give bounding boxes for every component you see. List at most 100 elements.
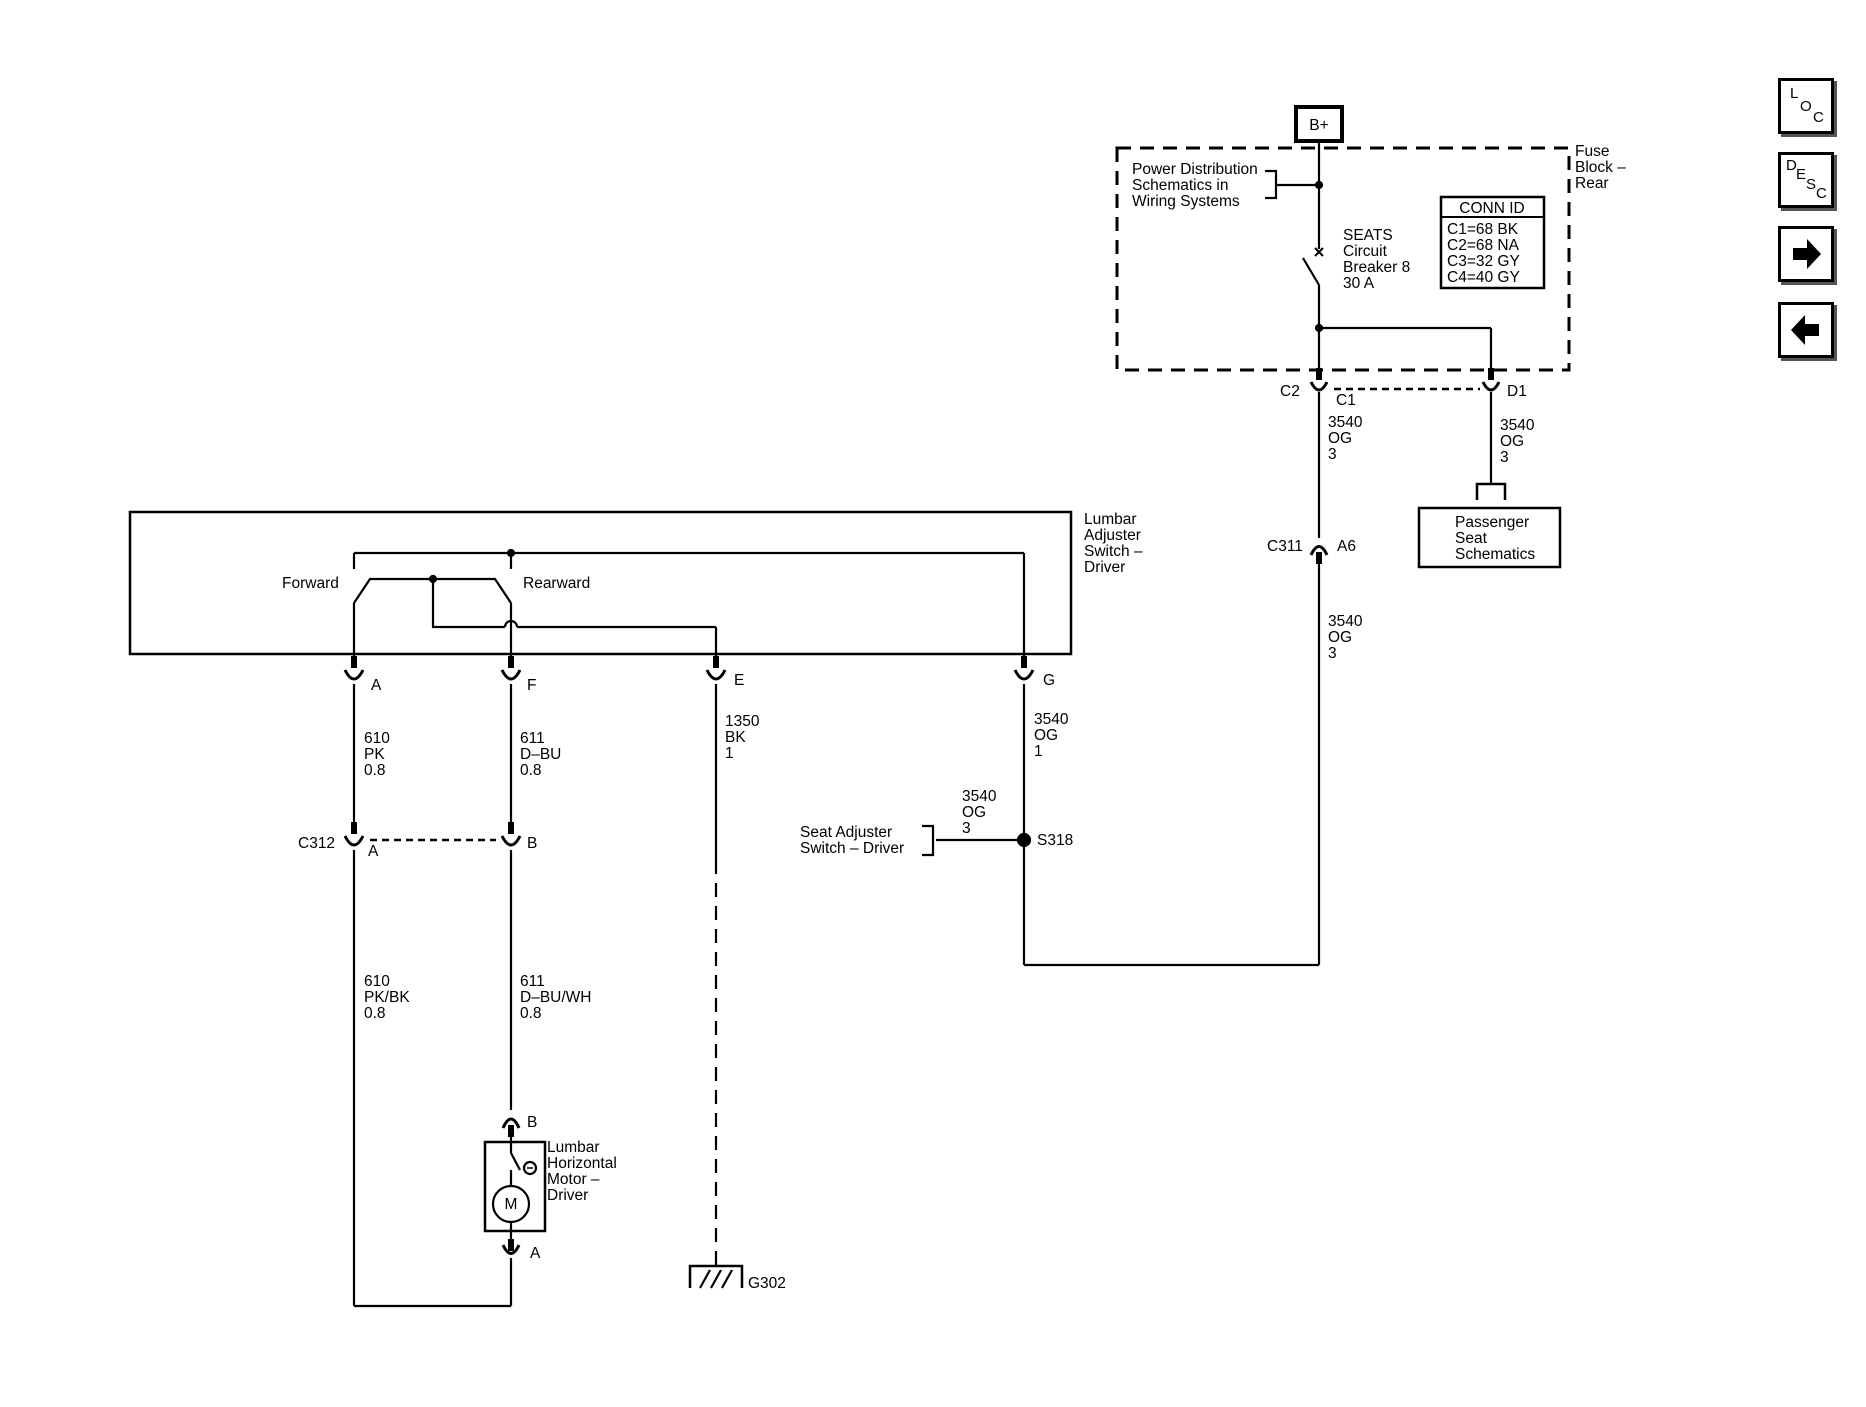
breaker-label-4: 30 A bbox=[1343, 275, 1375, 292]
connector-c311 bbox=[1309, 545, 1329, 556]
prev-button[interactable] bbox=[1778, 302, 1834, 358]
wire-3540-g-2: OG bbox=[1034, 727, 1058, 744]
c1-label: C1 bbox=[1336, 392, 1356, 409]
wire-3540-c1-3: 3 bbox=[1328, 446, 1337, 463]
conn-id-row-2: C2=68 NA bbox=[1447, 237, 1520, 254]
bplus-label: B+ bbox=[1309, 117, 1328, 134]
wire-611-3: 0.8 bbox=[520, 762, 542, 779]
desc-button[interactable]: D E S C bbox=[1778, 152, 1834, 208]
motor-name-2: Horizontal bbox=[547, 1155, 617, 1172]
fuse-block-label-3: Rear bbox=[1575, 175, 1609, 192]
c311-label: C311 bbox=[1267, 538, 1303, 555]
loc-button[interactable]: L O C bbox=[1778, 78, 1834, 134]
wire-3540-lower-1: 3540 bbox=[1328, 613, 1363, 630]
breaker-label-2: Circuit bbox=[1343, 243, 1388, 260]
motor-name-4: Driver bbox=[547, 1187, 588, 1204]
wire-610-2: PK bbox=[364, 746, 385, 763]
pds-label-3: Wiring Systems bbox=[1132, 193, 1240, 210]
wire-3540-d1-3: 3 bbox=[1500, 449, 1509, 466]
wire-3540-lower-2: OG bbox=[1328, 629, 1352, 646]
rearward-label: Rearward bbox=[523, 575, 590, 592]
fuse-block-label-1: Fuse bbox=[1575, 143, 1609, 160]
wire-3540-s-2: OG bbox=[962, 804, 986, 821]
wire-610-1: 610 bbox=[364, 730, 390, 747]
conn-id-row-3: C3=32 GY bbox=[1447, 253, 1520, 270]
wire-610b-1: 610 bbox=[364, 973, 390, 990]
wire-610b-2: PK/BK bbox=[364, 989, 410, 1006]
desc-letter-4: C bbox=[1816, 185, 1827, 202]
arrow-left-icon bbox=[1791, 315, 1819, 345]
seat-adj-label-2: Switch – Driver bbox=[800, 840, 904, 857]
d1-label: D1 bbox=[1507, 383, 1527, 400]
wire-3540-c1-2: OG bbox=[1328, 430, 1352, 447]
wire-1350-2: BK bbox=[725, 729, 746, 746]
passenger-label-2: Seat bbox=[1455, 530, 1488, 547]
passenger-seat-box bbox=[1417, 506, 1562, 569]
switch-name-4: Driver bbox=[1084, 559, 1125, 576]
loc-letter-3: C bbox=[1813, 109, 1824, 126]
wire-611-1: 611 bbox=[520, 730, 545, 747]
desc-letter-3: S bbox=[1806, 176, 1817, 193]
wire-3540-g-1: 3540 bbox=[1034, 711, 1069, 728]
pds-label-2: Schematics in bbox=[1132, 177, 1228, 194]
pin-a-label: A bbox=[371, 677, 382, 694]
passenger-label-1: Passenger bbox=[1455, 514, 1529, 531]
wire-3540-g-3: 1 bbox=[1034, 743, 1043, 760]
conn-id-title: CONN ID bbox=[1459, 200, 1524, 217]
breaker-label-1: SEATS bbox=[1343, 227, 1393, 244]
wire-3540-d1-1: 3540 bbox=[1500, 417, 1535, 434]
a6-label: A6 bbox=[1337, 538, 1356, 555]
lumbar-switch-box bbox=[128, 510, 1073, 656]
wire-3540-d1-2: OG bbox=[1500, 433, 1524, 450]
loc-letter-1: L bbox=[1790, 85, 1799, 102]
switch-name-1: Lumbar bbox=[1084, 511, 1137, 528]
conn-id-table bbox=[1439, 195, 1546, 290]
desc-letter-2: E bbox=[1796, 166, 1807, 183]
connector-c1 bbox=[1309, 381, 1329, 392]
ground-g302-icon bbox=[688, 1264, 744, 1289]
wire-611-2: D–BU bbox=[520, 746, 561, 763]
wire-3540-s-1: 3540 bbox=[962, 788, 997, 805]
forward-label: Forward bbox=[282, 575, 339, 592]
connector-d1 bbox=[1481, 381, 1501, 392]
switch-name-3: Switch – bbox=[1084, 543, 1143, 560]
fuse-block-label-2: Block – bbox=[1575, 159, 1626, 176]
pin-f-label: F bbox=[527, 677, 536, 694]
wire-1350-3: 1 bbox=[725, 745, 734, 762]
pin-g-label: G bbox=[1043, 672, 1055, 689]
splice-s318 bbox=[1016, 832, 1032, 848]
motor-name-1: Lumbar bbox=[547, 1139, 600, 1156]
wire-3540-c1-1: 3540 bbox=[1328, 414, 1363, 431]
motor-name-3: Motor – bbox=[547, 1171, 600, 1188]
wire-3540-s-3: 3 bbox=[962, 820, 971, 837]
c2-label: C2 bbox=[1280, 383, 1300, 400]
wire-1350-1: 1350 bbox=[725, 713, 760, 730]
c312-a-label: A bbox=[368, 843, 379, 860]
g302-label: G302 bbox=[748, 1275, 786, 1292]
s318-label: S318 bbox=[1037, 832, 1073, 849]
wire-611b-1: 611 bbox=[520, 973, 545, 990]
next-button[interactable] bbox=[1778, 226, 1834, 282]
motor-a-label: A bbox=[530, 1245, 541, 1262]
pin-e-label: E bbox=[734, 672, 744, 689]
motor-m-label: M bbox=[505, 1196, 518, 1213]
fuse-block-outline bbox=[1115, 146, 1571, 372]
wire-611b-2: D–BU/WH bbox=[520, 989, 591, 1006]
c312-label: C312 bbox=[298, 835, 335, 852]
conn-id-row-1: C1=68 BK bbox=[1447, 221, 1519, 238]
wire-610b-3: 0.8 bbox=[364, 1005, 386, 1022]
wire-611b-3: 0.8 bbox=[520, 1005, 542, 1022]
passenger-label-3: Schematics bbox=[1455, 546, 1535, 563]
desc-letter-1: D bbox=[1786, 157, 1797, 174]
pds-label-1: Power Distribution bbox=[1132, 161, 1258, 178]
lumbar-motor-box bbox=[483, 1140, 547, 1233]
seat-adj-label-1: Seat Adjuster bbox=[800, 824, 892, 841]
breaker-label-3: Breaker 8 bbox=[1343, 259, 1410, 276]
wire-610-3: 0.8 bbox=[364, 762, 386, 779]
wire-3540-lower-3: 3 bbox=[1328, 645, 1337, 662]
loc-letter-2: O bbox=[1800, 98, 1812, 115]
conn-id-row-4: C4=40 GY bbox=[1447, 269, 1520, 286]
motor-b-label: B bbox=[527, 1114, 537, 1131]
arrow-right-icon bbox=[1793, 239, 1821, 269]
